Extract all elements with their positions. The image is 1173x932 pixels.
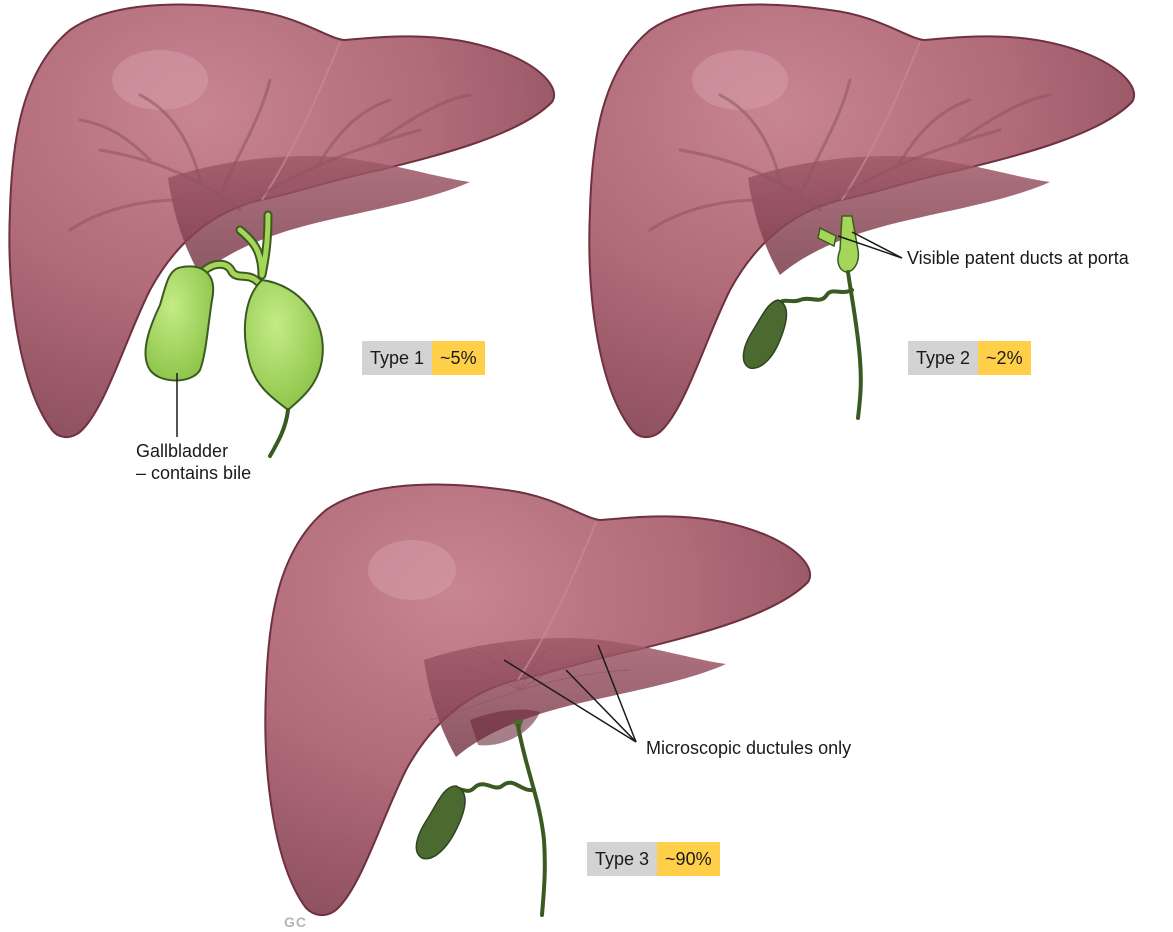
ductules-label-text: Microscopic ductules only [646,738,851,758]
watermark: GC [284,914,307,930]
liver-type2-atretic-cystic-duct [776,290,852,306]
liver-type2-atretic-common-duct [848,272,861,418]
liver-type1-distal-duct [270,410,288,456]
type1-badge: Type 1 ~5% [362,341,485,375]
ductules-label: Microscopic ductules only [646,737,851,759]
liver-type3 [265,485,810,916]
liver-type2-atretic-gallbladder [743,300,786,368]
liver-type1-common-sac [245,280,323,410]
type3-badge: Type 3 ~90% [587,842,720,876]
patent-ducts-label-text: Visible patent ducts at porta [907,248,1129,268]
type1-percent: ~5% [432,341,485,375]
type3-percent: ~90% [657,842,720,876]
type2-badge: Type 2 ~2% [908,341,1031,375]
type1-name: Type 1 [362,341,432,375]
liver-type3-atretic-cystic-duct [452,783,534,792]
liver-type3-atretic-gallbladder [416,786,465,859]
patent-ducts-label: Visible patent ducts at porta [907,247,1129,269]
type2-name: Type 2 [908,341,978,375]
liver-type1 [9,5,554,456]
type3-name: Type 3 [587,842,657,876]
liver-type2-highlight [692,50,788,110]
gallbladder-label-line1: Gallbladder [136,440,251,462]
liver-type1-underside [168,156,470,275]
liver-type1-highlight [112,50,208,110]
liver-type1-gallbladder [145,266,213,380]
liver-type3-highlight [368,540,456,600]
gallbladder-label-line2: – contains bile [136,462,251,484]
gallbladder-label: Gallbladder – contains bile [136,440,251,484]
liver-type3-atretic-common-duct [518,726,545,915]
liver-type2 [589,5,1134,438]
patent-ducts-pointer-line-2 [852,232,902,258]
type2-percent: ~2% [978,341,1031,375]
